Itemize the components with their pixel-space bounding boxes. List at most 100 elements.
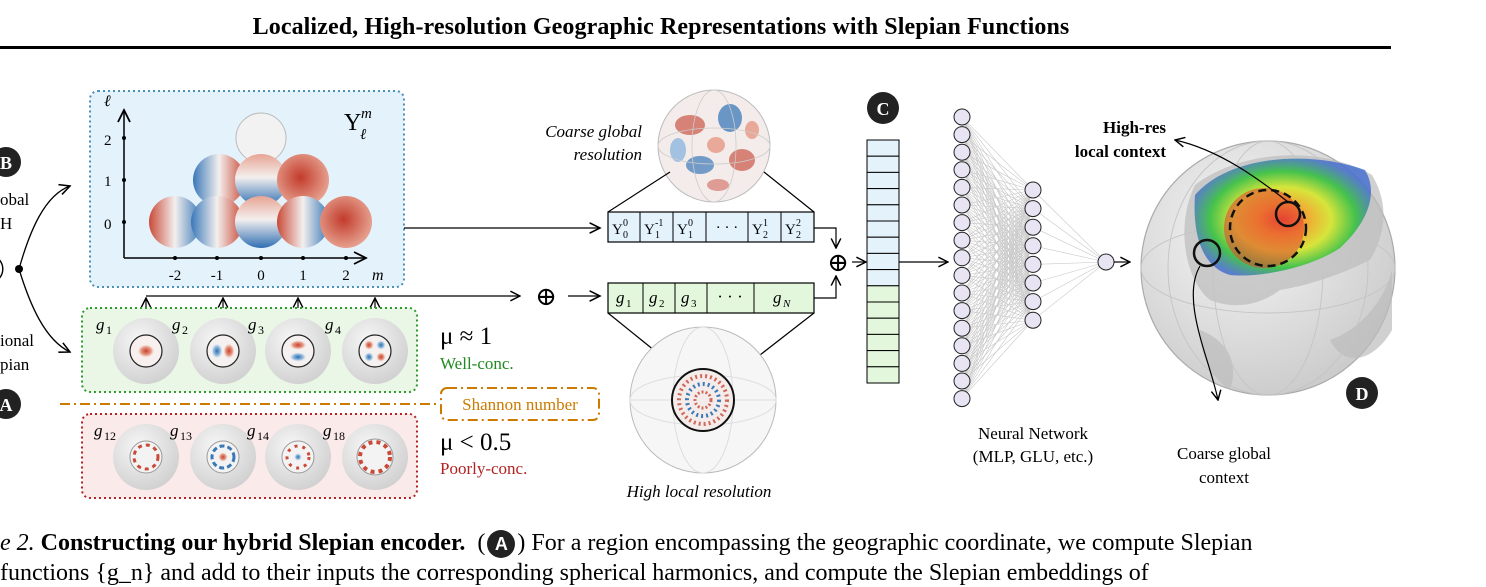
zoom-line (763, 171, 815, 213)
caption-badge: A (487, 530, 516, 559)
nn-edge (961, 116, 1034, 228)
g-vector-cell: g (616, 288, 625, 307)
sh-y-tick: 2 (104, 133, 112, 149)
svg-text:B: B (0, 153, 12, 173)
nn-node (953, 108, 971, 126)
nn-edge (961, 319, 1034, 399)
good-slepian-label: g (325, 315, 334, 334)
nn-edge (961, 189, 1034, 311)
branch-arrow-top (18, 186, 70, 270)
svg-text:3: 3 (691, 298, 697, 310)
sh-y-axis-label: ℓ (104, 93, 111, 110)
nn-edge (961, 208, 1034, 241)
sh-vector-cell: Y (612, 222, 623, 238)
embedding-cell (866, 366, 900, 384)
nn-edge (961, 187, 1034, 228)
good-slepian-label: g (248, 315, 257, 334)
nn-node (953, 143, 971, 161)
oplus-symbol: ⊕ (535, 282, 557, 311)
g-vector-cell: g (649, 288, 658, 307)
nn-node (953, 354, 971, 372)
badge-d: D (1346, 377, 1378, 409)
shannon-box (440, 387, 600, 421)
embedding-cell (866, 204, 900, 222)
sh-vector-cell: Y (644, 222, 655, 238)
embedding-vector (866, 139, 900, 384)
coarse-context-label-2: context (1199, 468, 1249, 487)
sh-sphere (320, 196, 372, 248)
sh-sphere (193, 154, 245, 206)
nn-edge (961, 310, 1034, 321)
sh-corner-label: Y ℓ m (344, 106, 372, 143)
poor-conc-label: Poorly-conc. (440, 459, 527, 478)
merge-arrow-top (814, 227, 836, 248)
nn-edge (961, 208, 1034, 223)
nn-edge (961, 187, 1034, 284)
nn-edge (961, 189, 1034, 206)
nn-edge (961, 222, 1034, 265)
nn-edge (961, 301, 1034, 311)
nn-node (953, 266, 971, 284)
nn-edge (961, 169, 1034, 265)
embedding-cell (866, 236, 900, 254)
nn-node (1024, 237, 1042, 255)
badge-a: A (0, 389, 21, 419)
nn-edge (961, 319, 1034, 329)
svg-text:D: D (1356, 384, 1369, 404)
nn-edge (961, 187, 1034, 265)
nn-edge (961, 152, 1034, 246)
nn-edge (961, 204, 1034, 228)
nn-edge (961, 301, 1034, 347)
sh-panel: ℓ m 2 1 0 -2 -1 0 1 2 Y ℓ m (89, 90, 405, 288)
svg-text:0: 0 (688, 218, 693, 229)
svg-text:1: 1 (106, 323, 112, 337)
nn-node (953, 126, 971, 144)
svg-text:12: 12 (104, 429, 116, 443)
nn-label-2: (MLP, GLU, etc.) (973, 447, 1093, 466)
embedding-cell (866, 220, 900, 238)
nn-edge (961, 169, 1034, 209)
nn-edge (961, 134, 1034, 191)
nn-edge (961, 240, 1034, 321)
nn-edge (961, 134, 1034, 228)
nn-edge (961, 264, 1034, 276)
nn-edge (961, 189, 1034, 346)
g-vector-cell: g (681, 288, 690, 307)
coarse-label-1: Coarse global (545, 122, 642, 141)
left-label-bottom-2: pian (0, 355, 30, 374)
svg-text:Y: Y (344, 110, 361, 136)
nn-node (1024, 255, 1042, 273)
nn-edge (961, 151, 1034, 228)
badge-b: B (0, 147, 21, 177)
nn-edge (1032, 261, 1107, 321)
svg-text:1: 1 (763, 218, 768, 229)
nn-edge (961, 222, 1034, 228)
nn-label-1: Neural Network (978, 424, 1088, 443)
nn-node (1024, 218, 1042, 236)
embedding-cell (866, 139, 900, 157)
nn-node (953, 214, 971, 232)
sh-vector-cell: Y (677, 222, 688, 238)
svg-text:2: 2 (796, 218, 801, 229)
nn-edge (1032, 261, 1107, 302)
nn-edge (961, 292, 1034, 302)
nn-node (953, 284, 971, 302)
poor-slepian-label: g (247, 421, 256, 440)
nn-edge (961, 116, 1034, 191)
nn-edge (961, 189, 1034, 329)
nn-edge (961, 264, 1034, 399)
nn-node (953, 249, 971, 267)
shannon-label: Shannon number (462, 395, 578, 414)
zoom-line (759, 312, 815, 356)
nn-node (1024, 293, 1042, 311)
svg-text:2: 2 (796, 230, 801, 241)
svg-text:m: m (361, 106, 372, 122)
embedding-cell (866, 285, 900, 303)
nn-edge (961, 257, 1034, 265)
sh-y-tick: 0 (104, 217, 112, 233)
high-res-label-2: local context (1075, 142, 1166, 161)
nn-edge (961, 151, 1034, 209)
nn-edge (961, 134, 1034, 265)
nn-edge (961, 204, 1034, 321)
